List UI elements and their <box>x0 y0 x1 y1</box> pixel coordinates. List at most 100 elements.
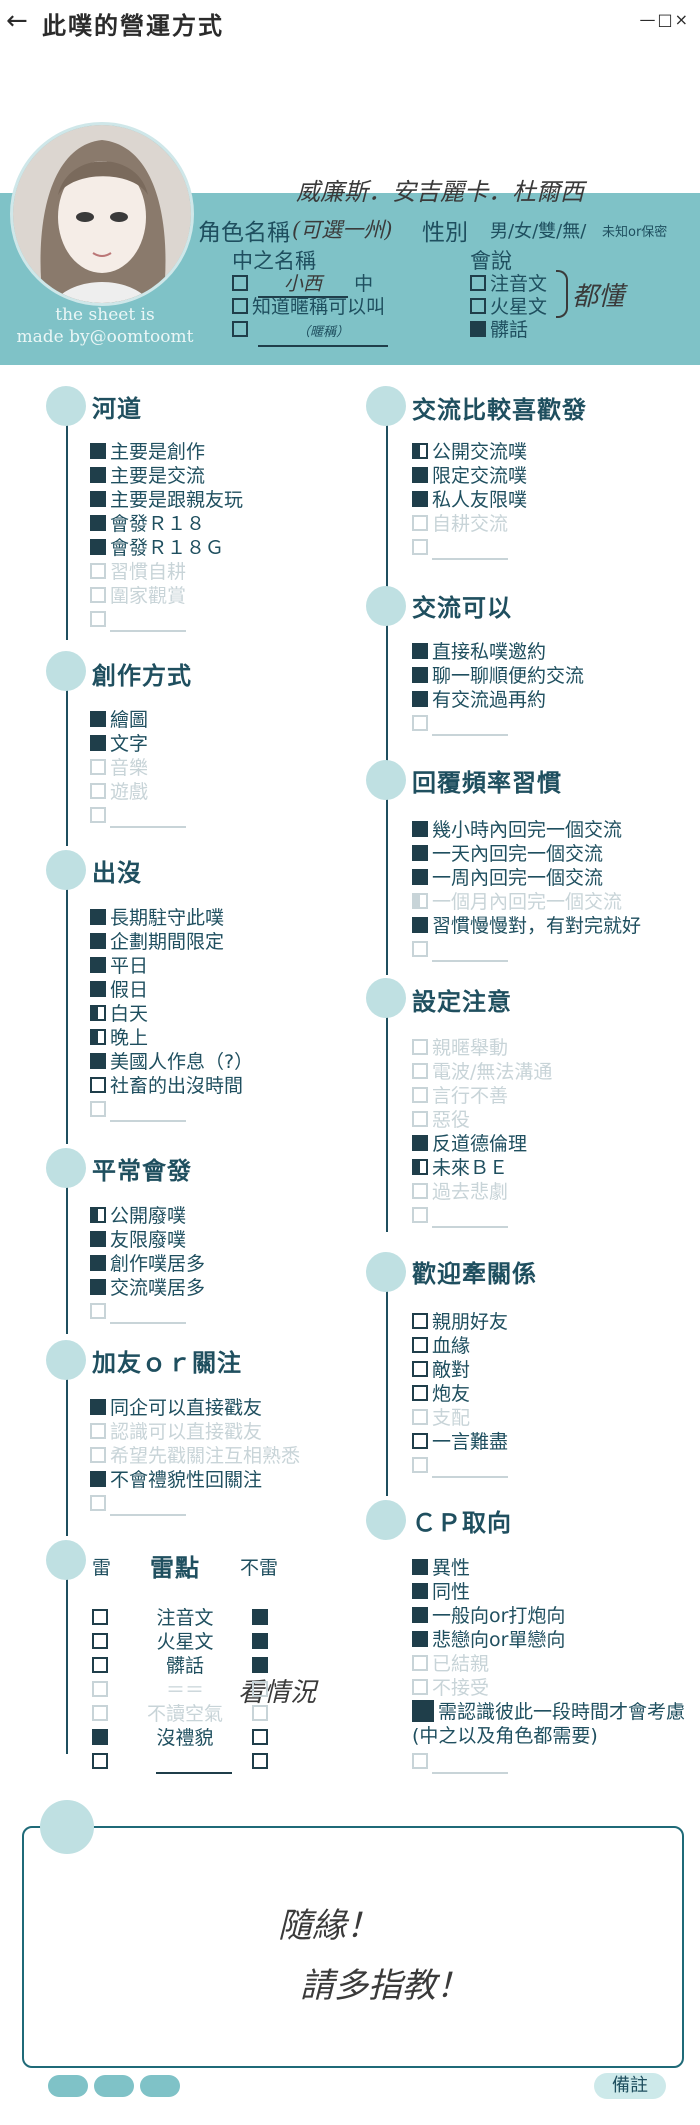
checklist-item[interactable]: 公開廢噗 <box>90 1204 186 1228</box>
tab-3[interactable] <box>140 2075 180 2097</box>
trigger-fine-box[interactable] <box>252 1702 272 1726</box>
checkbox-icon[interactable] <box>90 466 106 483</box>
cp-last-item[interactable]: 需認識彼此一段時間才會考慮 <box>412 1699 685 1724</box>
checkbox-icon[interactable] <box>90 980 106 997</box>
checkbox-icon[interactable] <box>412 1582 428 1599</box>
checklist-item[interactable]: 已結親 <box>412 1652 489 1676</box>
checklist-item[interactable]: 白天 <box>90 1002 148 1026</box>
checklist-item[interactable]: 主要是跟親友玩 <box>90 488 243 512</box>
trigger-fine-box[interactable] <box>252 1654 272 1678</box>
checkbox-icon[interactable] <box>90 1028 106 1045</box>
blank-item[interactable] <box>412 1454 508 1478</box>
checklist-item[interactable]: 創作噗居多 <box>90 1252 205 1276</box>
checkbox-icon[interactable] <box>412 1062 428 1079</box>
checkbox-icon[interactable] <box>90 1470 106 1487</box>
checkbox-icon[interactable] <box>252 1680 268 1697</box>
checkbox-icon[interactable] <box>412 1336 428 1353</box>
trigger-fine-box[interactable] <box>252 1606 272 1630</box>
checkbox-icon[interactable] <box>92 1632 108 1649</box>
checklist-item[interactable]: 私人友限噗 <box>412 488 527 512</box>
trigger-fine-box[interactable] <box>252 1750 272 1774</box>
blank-item[interactable] <box>412 1750 508 1774</box>
nick-option-3[interactable]: （暱稱） <box>232 318 389 347</box>
checklist-item[interactable]: 敵對 <box>412 1358 470 1382</box>
blank-item[interactable] <box>90 804 186 828</box>
checklist-item[interactable]: 認識可以直接戳友 <box>90 1420 262 1444</box>
checkbox-icon[interactable] <box>90 782 106 799</box>
checklist-item[interactable]: 一天內回完一個交流 <box>412 842 603 866</box>
checkbox-icon[interactable] <box>92 1656 108 1673</box>
blank-item[interactable] <box>412 1204 508 1228</box>
checkbox-icon[interactable] <box>90 1004 106 1021</box>
checklist-item[interactable]: 反道德倫理 <box>412 1132 527 1156</box>
trigger-dislike-box[interactable] <box>92 1654 112 1678</box>
checkbox-icon[interactable] <box>92 1728 108 1745</box>
checklist-item[interactable]: 社畜的出沒時間 <box>90 1074 243 1098</box>
checklist-item[interactable]: 不接受 <box>412 1676 489 1700</box>
checklist-item[interactable]: 一周內回完一個交流 <box>412 866 603 890</box>
checkbox-icon[interactable] <box>90 1206 106 1223</box>
checklist-item[interactable]: 幾小時內回完一個交流 <box>412 818 622 842</box>
tab-2[interactable] <box>94 2075 134 2097</box>
checklist-item[interactable]: 親朋好友 <box>412 1310 508 1334</box>
checklist-item[interactable]: 悲戀向or單戀向 <box>412 1628 565 1652</box>
checkbox-icon[interactable] <box>412 1606 428 1623</box>
lang-option-2[interactable]: 火星文 <box>470 295 547 319</box>
checkbox-icon[interactable] <box>90 1076 106 1093</box>
tab-1[interactable] <box>48 2075 88 2097</box>
checkbox-icon[interactable] <box>252 1728 268 1745</box>
checkbox-icon[interactable] <box>412 1558 428 1575</box>
trigger-dislike-box[interactable] <box>92 1606 112 1630</box>
checklist-item[interactable]: 音樂 <box>90 756 148 780</box>
checkbox-icon[interactable] <box>412 1699 434 1722</box>
checklist-item[interactable]: 晚上 <box>90 1026 148 1050</box>
checkbox-icon[interactable] <box>90 1422 106 1439</box>
checkbox-icon[interactable] <box>90 758 106 775</box>
checkbox-icon[interactable] <box>252 1752 268 1769</box>
checkbox-icon[interactable] <box>232 320 248 337</box>
checkbox-icon[interactable] <box>412 868 428 885</box>
trigger-fine-box[interactable] <box>252 1678 272 1702</box>
checklist-item[interactable]: 同企可以直接戳友 <box>90 1396 262 1420</box>
checkbox-icon[interactable] <box>412 1654 428 1671</box>
checkbox-icon[interactable] <box>90 1100 106 1117</box>
checkbox-icon[interactable] <box>90 1446 106 1463</box>
checklist-item[interactable]: 未來ＢＥ <box>412 1156 508 1180</box>
checkbox-icon[interactable] <box>412 1630 428 1647</box>
checkbox-icon[interactable] <box>412 1182 428 1199</box>
checklist-item[interactable]: 聊一聊順便約交流 <box>412 664 584 688</box>
checklist-item[interactable]: 惡役 <box>412 1108 470 1132</box>
checkbox-icon[interactable] <box>412 1312 428 1329</box>
checklist-item[interactable]: 異性 <box>412 1556 470 1580</box>
blank-item[interactable] <box>90 1300 186 1324</box>
checklist-item[interactable]: 不會禮貌性回關注 <box>90 1468 262 1492</box>
checklist-item[interactable]: 交流噗居多 <box>90 1276 205 1300</box>
checklist-item[interactable]: 文字 <box>90 732 148 756</box>
lang-option-1[interactable]: 注音文 <box>470 272 547 296</box>
checkbox-icon[interactable] <box>90 538 106 555</box>
checkbox-icon[interactable] <box>412 690 428 707</box>
checklist-item[interactable]: 有交流過再約 <box>412 688 546 712</box>
checkbox-icon[interactable] <box>90 734 106 751</box>
blank-item[interactable] <box>412 536 508 560</box>
blank-item[interactable] <box>90 1492 186 1516</box>
checkbox-icon[interactable] <box>90 514 106 531</box>
back-arrow-icon[interactable]: ← <box>6 6 28 36</box>
checklist-item[interactable]: 言行不善 <box>412 1084 508 1108</box>
checkbox-icon[interactable] <box>412 1158 428 1175</box>
checkbox-icon[interactable] <box>412 466 428 483</box>
checklist-item[interactable]: 親暱舉動 <box>412 1036 508 1060</box>
checkbox-icon[interactable] <box>90 932 106 949</box>
trigger-dislike-box[interactable] <box>92 1702 112 1726</box>
checklist-item[interactable]: 希望先戳關注互相熟悉 <box>90 1444 300 1468</box>
checkbox-icon[interactable] <box>470 320 486 337</box>
checklist-item[interactable]: 主要是創作 <box>90 440 205 464</box>
nick-option-1[interactable]: 小西 中 <box>232 272 373 298</box>
blank-item[interactable] <box>90 1098 186 1122</box>
checklist-item[interactable]: 血緣 <box>412 1334 470 1358</box>
checklist-item[interactable]: 習慣自耕 <box>90 560 186 584</box>
checkbox-icon[interactable] <box>412 1086 428 1103</box>
checklist-item[interactable]: 會發Ｒ１８ <box>90 512 205 536</box>
checklist-item[interactable]: 過去悲劇 <box>412 1180 508 1204</box>
checkbox-icon[interactable] <box>90 956 106 973</box>
